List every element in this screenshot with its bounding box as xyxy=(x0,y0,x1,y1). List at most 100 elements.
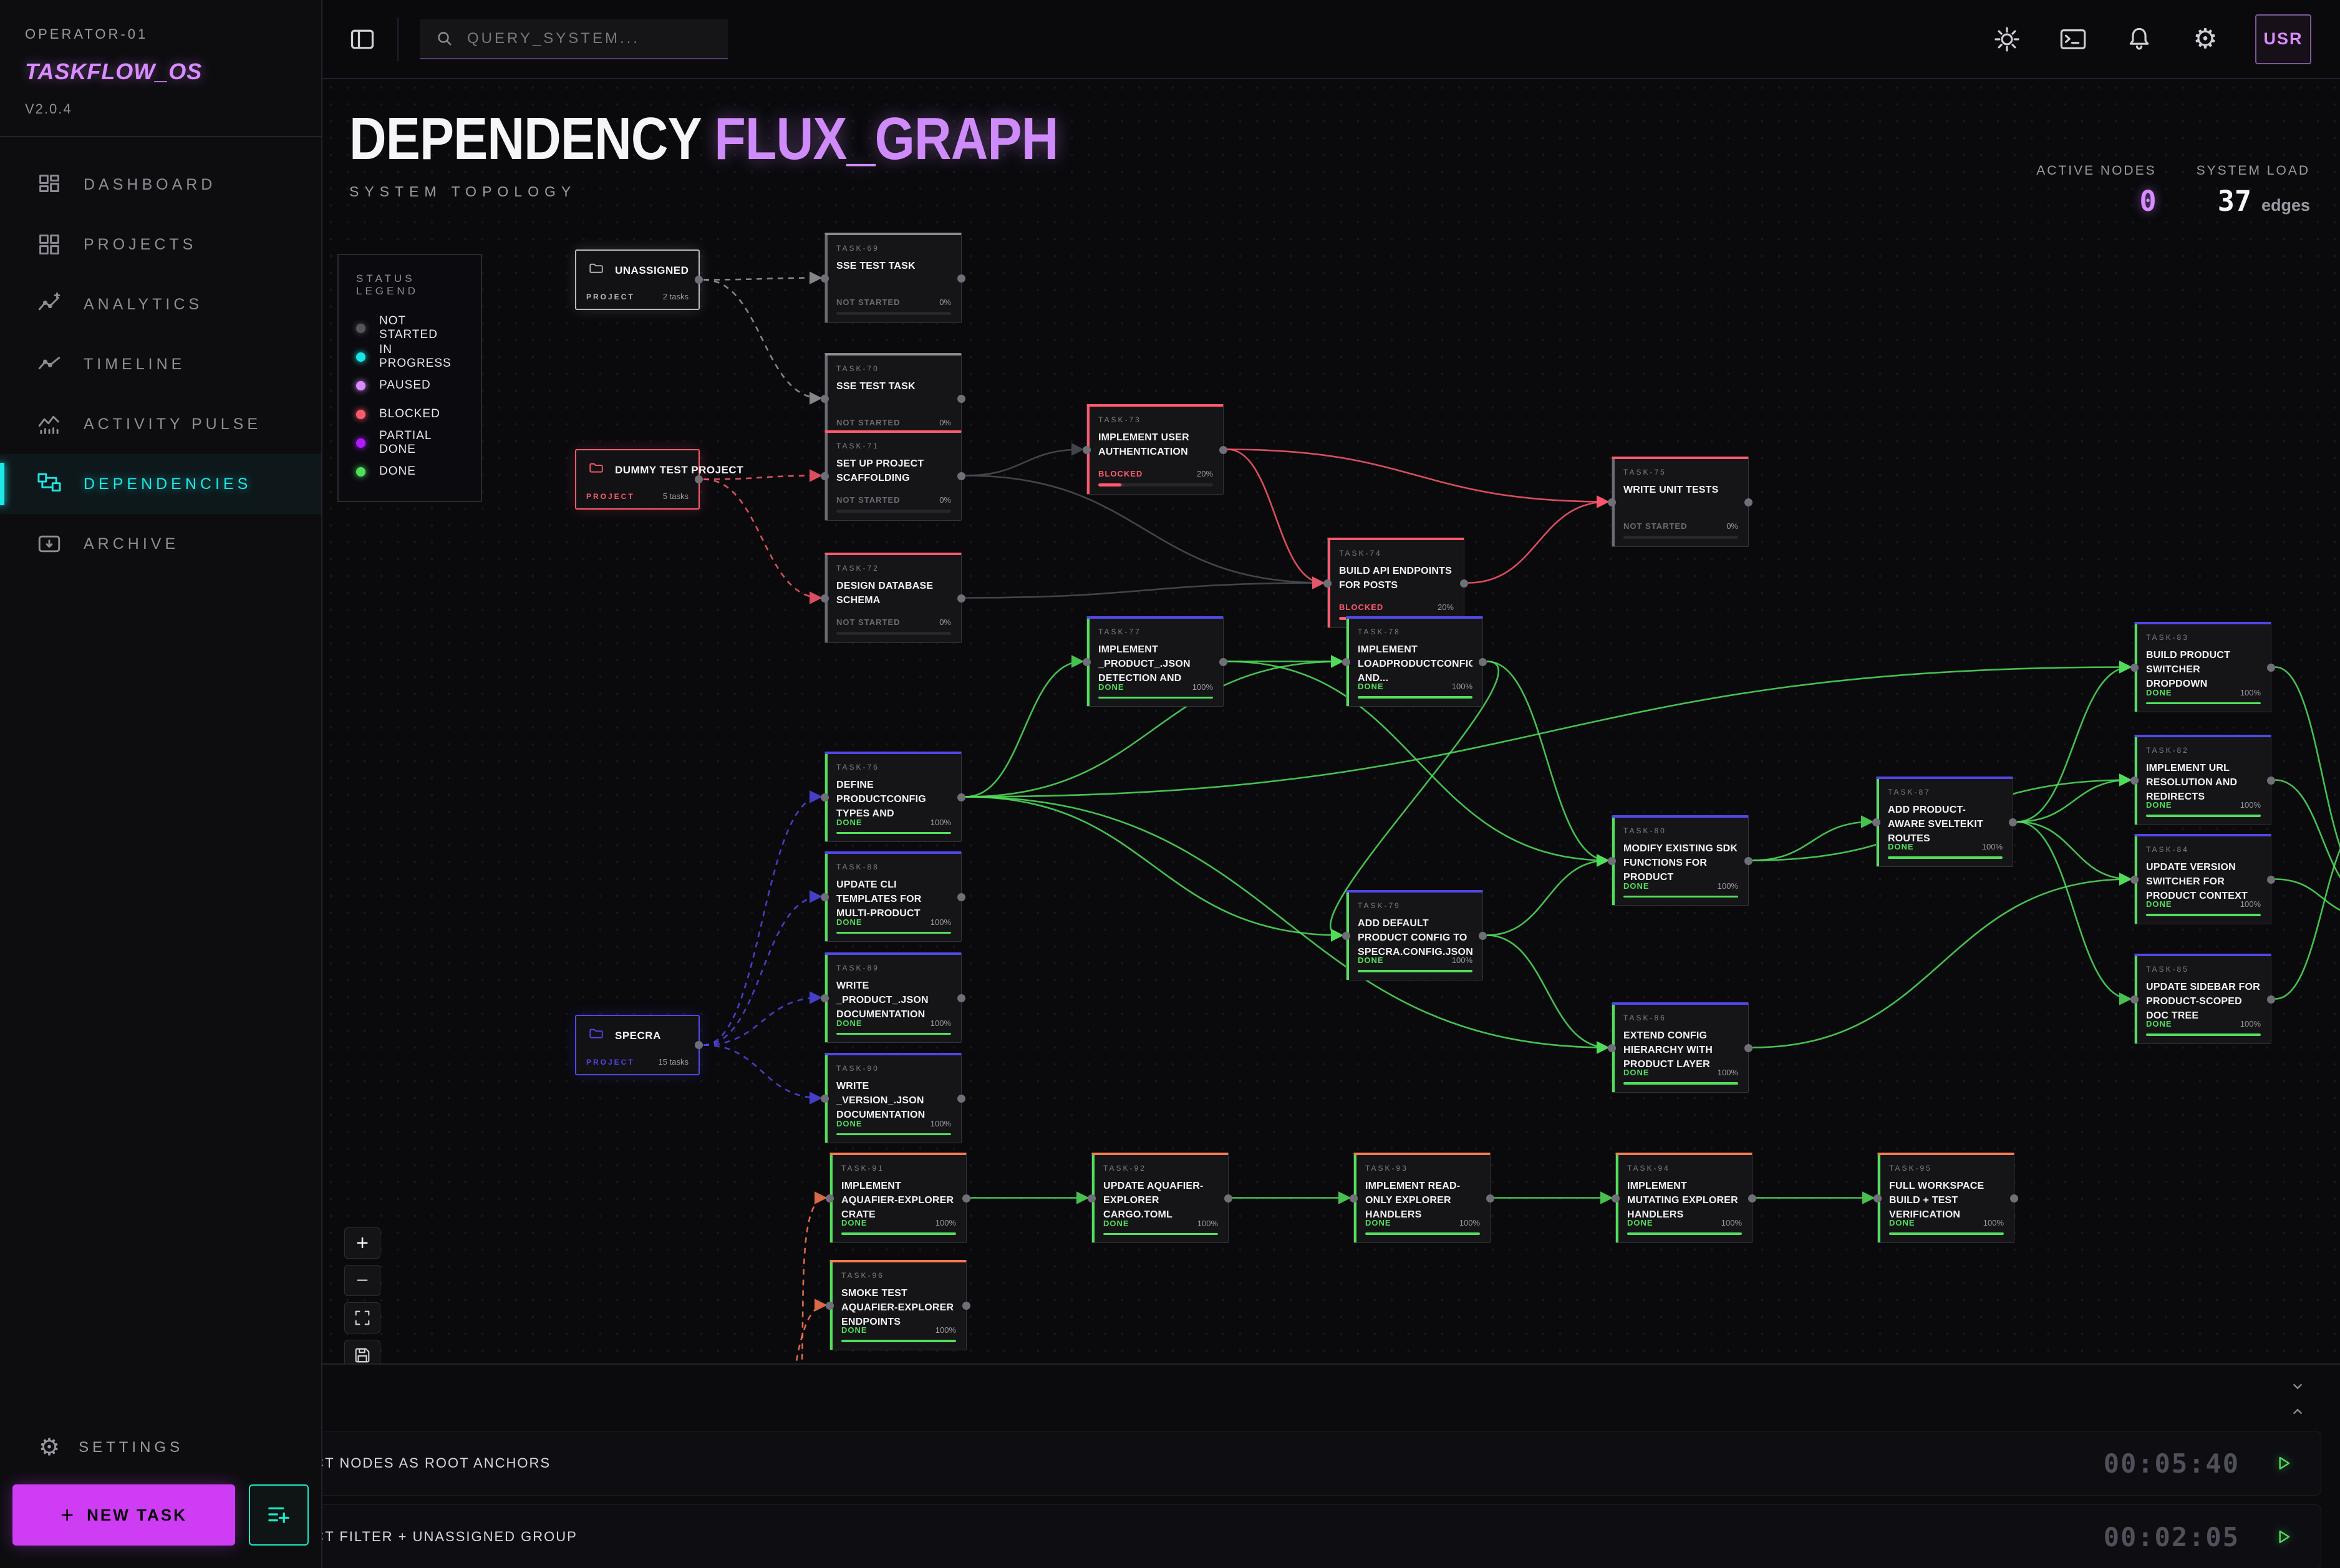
sidebar-item-dependencies[interactable]: DEPENDENCIES xyxy=(0,454,321,514)
sidebar-item-timeline[interactable]: TIMELINE xyxy=(0,334,321,394)
task-progress-fill xyxy=(1365,1232,1480,1235)
gear-icon[interactable]: ⚙ xyxy=(2193,23,2218,54)
task-status-label: DONE xyxy=(1365,1217,1391,1227)
task-percent: 100% xyxy=(1459,1217,1480,1227)
new-task-label: NEW TASK xyxy=(87,1505,187,1524)
zoom-out-button[interactable]: − xyxy=(344,1265,380,1296)
task-id: TASK-69 xyxy=(836,244,879,253)
task-id: TASK-76 xyxy=(836,763,879,772)
task-status-label: DONE xyxy=(1358,681,1384,691)
sidebar-item-dashboard[interactable]: DASHBOARD xyxy=(0,155,321,215)
sidebar-item-archive[interactable]: ARCHIVE xyxy=(0,514,321,574)
task-percent: 100% xyxy=(930,1018,951,1028)
stat-value: 0 xyxy=(2139,185,2157,218)
new-task-button[interactable]: + NEW TASK xyxy=(12,1484,235,1546)
chevron-up-icon[interactable] xyxy=(2284,1401,2311,1422)
sidebar-item-settings[interactable]: ⚙ SETTINGS xyxy=(12,1420,309,1484)
sidebar-item-analytics[interactable]: ANALYTICS xyxy=(0,274,321,334)
stat-value-row: 0 xyxy=(2140,185,2157,218)
task-status-label: NOT STARTED xyxy=(836,298,901,307)
task-title: DEFINE PRODUCTCONFIG TYPES AND INTERFACE… xyxy=(836,780,926,818)
search-input[interactable] xyxy=(467,29,713,47)
project-name: UNASSIGNED xyxy=(615,264,689,276)
task-id: TASK-70 xyxy=(836,364,879,373)
task-id: TASK-72 xyxy=(836,564,879,573)
input-port xyxy=(1872,818,1880,826)
sidebar-item-projects[interactable]: PROJECTS xyxy=(0,215,321,274)
quick-add-list-button[interactable] xyxy=(249,1484,309,1546)
task-title: FULL WORKSPACE BUILD + TEST VERIFICATION xyxy=(1889,1181,1985,1218)
bell-icon[interactable] xyxy=(2123,23,2155,56)
session-panel: 2 PAUSED DEPENDENCY GRAPH: PROJECT NODES… xyxy=(0,1363,2340,1568)
input-port xyxy=(826,1194,834,1203)
chevron-down-icon[interactable] xyxy=(2284,1376,2311,1397)
output-port xyxy=(1460,579,1468,588)
task-percent: 100% xyxy=(1717,881,1738,891)
task-status-label: DONE xyxy=(1098,682,1124,692)
canvas-controls: +− xyxy=(344,1227,380,1371)
sun-icon[interactable] xyxy=(1991,23,2023,56)
task-id: TASK-94 xyxy=(1627,1164,1670,1173)
search-box[interactable] xyxy=(420,19,728,59)
input-port xyxy=(2130,664,2139,672)
output-port xyxy=(2267,777,2275,785)
play-icon[interactable] xyxy=(2267,1521,2299,1553)
terminal-icon[interactable] xyxy=(2057,23,2089,56)
task-status-label: DONE xyxy=(836,1118,863,1128)
task-id: TASK-96 xyxy=(841,1271,884,1280)
task-progress-track xyxy=(836,831,951,834)
task-percent: 100% xyxy=(2240,687,2261,697)
task-status-label: DONE xyxy=(836,817,863,827)
fit-view-icon xyxy=(353,1309,372,1327)
play-icon[interactable] xyxy=(2267,1447,2299,1479)
user-badge[interactable]: USR xyxy=(2255,14,2311,64)
stat-label: ACTIVE NODES xyxy=(2036,163,2157,178)
fit-view-button[interactable] xyxy=(344,1302,380,1333)
output-port xyxy=(962,1194,970,1203)
page-subtitle: SYSTEM TOPOLOGY xyxy=(349,183,577,200)
input-port xyxy=(826,1302,834,1310)
task-status-label: DONE xyxy=(836,917,863,927)
task-percent: 0% xyxy=(1726,521,1738,531)
session-timer: 00:02:05 xyxy=(2103,1521,2240,1552)
page-title-primary: DEPENDENCY xyxy=(349,105,701,172)
task-status-label: DONE xyxy=(1889,1217,1915,1227)
task-progress-fill xyxy=(1623,895,1738,898)
project-task-count: 15 tasks xyxy=(658,1057,689,1067)
task-id: TASK-84 xyxy=(2146,845,2189,854)
zoom-in-button[interactable]: + xyxy=(344,1227,380,1259)
sidebar-item-activity-pulse[interactable]: ACTIVITY PULSE xyxy=(0,394,321,454)
sidebar-toggle-icon[interactable] xyxy=(346,23,379,56)
